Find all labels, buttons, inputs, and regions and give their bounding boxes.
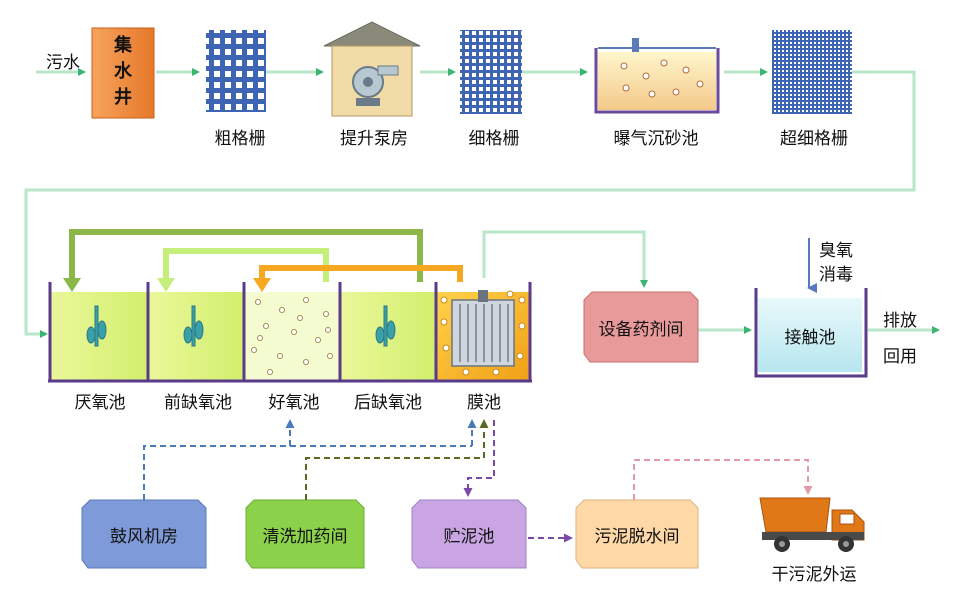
blower-room-shape — [81, 499, 207, 569]
blower-room-label: 鼓风机房 — [110, 526, 178, 547]
main-flow-line — [24, 68, 940, 338]
aerated-grit-chamber-label: 曝气沉砂池 — [613, 129, 699, 149]
equipment-room-label: 设备药剂间 — [598, 319, 684, 340]
discharge-label: 排放 — [883, 311, 917, 331]
reuse-label: 回用 — [883, 347, 917, 367]
dry-sludge-line — [633, 459, 813, 500]
anaerobic-tank-label: 厌氧池 — [74, 393, 126, 413]
inflow-label: 污水 — [46, 53, 80, 73]
membrane-tank-label: 膜池 — [467, 393, 501, 413]
recycle-loop-dark-green — [63, 229, 423, 292]
coarse-screen-icon — [206, 30, 266, 112]
aeration-bubbles-icon — [251, 297, 333, 375]
truck-icon — [759, 497, 865, 552]
cleaning-dosing-room-shape — [245, 499, 365, 569]
chemical-cleaning-line — [305, 419, 489, 500]
recycle-loop-orange — [253, 265, 463, 292]
disinfection-label: 消毒 — [819, 265, 853, 285]
collection-well-char: 井 — [114, 87, 132, 108]
ozone-label: 臭氧 — [819, 241, 853, 261]
recycle-loop-light-green — [157, 248, 329, 292]
sludge-dewatering-room-label: 污泥脱水间 — [594, 526, 680, 547]
collection-well — [91, 27, 155, 119]
sludge-storage-tank-label: 贮泥池 — [443, 526, 495, 547]
collection-well-char: 集 — [114, 35, 132, 56]
sludge-dewatering-room-shape — [575, 499, 699, 569]
mixer-icon — [86, 305, 107, 347]
cleaning-dosing-room-label: 清洗加药间 — [262, 526, 348, 547]
contact-tank-label: 接触池 — [784, 327, 836, 348]
aerobic-tank-label: 好氧池 — [268, 393, 320, 413]
mixer-icon — [375, 305, 396, 347]
pump-house-icon — [323, 21, 421, 117]
ultra-fine-screen-label: 超细格栅 — [780, 129, 848, 149]
fine-screen-label: 细格栅 — [468, 129, 520, 149]
equipment-room-shape — [583, 291, 699, 363]
air-supply-line — [143, 419, 477, 500]
ultra-fine-screen-icon — [772, 30, 852, 114]
membrane-module-icon — [440, 290, 526, 376]
fine-screen-icon — [460, 30, 522, 114]
dry-sludge-transport-label: 干污泥外运 — [771, 565, 857, 585]
aerated-grit-chamber-icon — [594, 38, 720, 114]
coarse-screen-label: 粗格栅 — [214, 129, 266, 149]
pre-anoxic-tank-label: 前缺氧池 — [164, 393, 232, 413]
contact-tank-shape — [754, 288, 868, 378]
mixer-icon — [183, 305, 204, 347]
collection-well-label: 集水井 — [106, 33, 140, 111]
excess-sludge-line — [463, 420, 495, 497]
collection-well-char: 水 — [114, 61, 132, 82]
post-anoxic-tank-label: 后缺氧池 — [354, 393, 422, 413]
sludge-storage-tank-shape — [411, 499, 527, 569]
pump-house-label: 提升泵房 — [340, 129, 408, 149]
